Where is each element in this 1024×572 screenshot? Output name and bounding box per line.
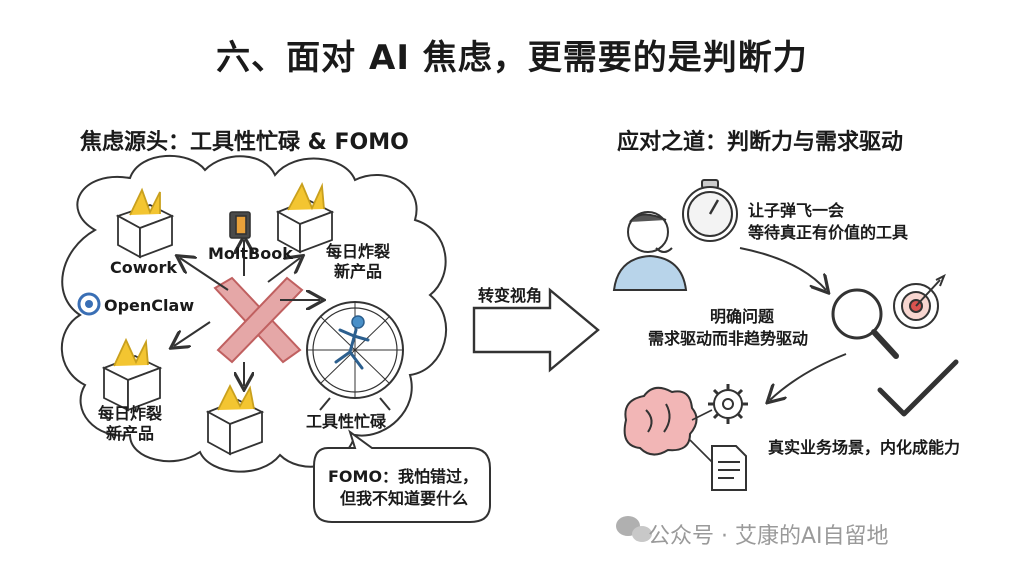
page-title: 六、面对 AI 焦虑，更需要的是判断力 [216,38,808,78]
openclaw-label: OpenClaw [104,296,195,315]
step1-text: 让子弹飞一会 等待真正有价值的工具 [748,200,908,244]
distraction-arrows [174,240,320,386]
left-heading: 焦虑源头：工具性忙碌 & FOMO [80,130,409,155]
target-icon [893,273,946,329]
new-product-left-line2: 新产品 [106,424,155,443]
new-product-top-line1: 每日炸裂 [326,242,391,261]
gift-box-icon-bottom [205,383,265,456]
transition-arrow [472,287,600,373]
step2-text: 明确问题 需求驱动而非趋势驱动 [648,306,808,350]
document-icon [711,445,747,491]
running-person-icon [334,315,370,370]
new-product-top-line2: 新产品 [334,262,383,281]
watermark: 公众号 · 艾康的AI自留地 [648,524,889,549]
gift-box-icon-cowork [115,187,175,259]
stopwatch-icon [682,179,738,242]
new-product-label-left: 每日炸裂 新产品 [98,404,162,444]
step2-desc: 需求驱动而非趋势驱动 [648,329,809,348]
step3-text: 真实业务场景，内化成能力 [768,438,961,457]
thinking-person-icon [612,211,688,291]
fomo-speech-bubble [313,429,491,523]
moltbook-label: MoltBook [208,244,293,263]
tool-busy-label: 工具性忙碌 [306,412,387,431]
checkmark-icon [877,359,959,417]
gift-box-icon-top [275,181,335,254]
step1-desc: 等待真正有价值的工具 [748,223,909,242]
step1-title: 让子弹飞一会 [748,201,845,220]
step2-title: 明确问题 [710,307,775,326]
fomo-line2: 但我不知道要什么 [340,489,469,508]
gear-icon [708,384,748,424]
cowork-label: Cowork [110,258,178,277]
fomo-text: FOMO：我怕错过， 但我不知道要什么 [328,466,478,510]
magnifier-icon [831,288,899,359]
hamster-wheel-icon [306,301,404,411]
fomo-line1: FOMO：我怕错过， [328,467,479,486]
wechat-logo-icon [616,516,652,542]
new-product-left-line1: 每日炸裂 [98,404,163,423]
brain-icon [623,386,698,456]
gift-box-icon-left [101,337,163,412]
openclaw-logo-icon [77,292,101,316]
transition-label: 转变视角 [478,286,543,305]
right-heading: 应对之道：判断力与需求驱动 [617,130,904,155]
new-product-label-top: 每日炸裂 新产品 [326,242,390,282]
moltbook-icon [229,211,251,239]
